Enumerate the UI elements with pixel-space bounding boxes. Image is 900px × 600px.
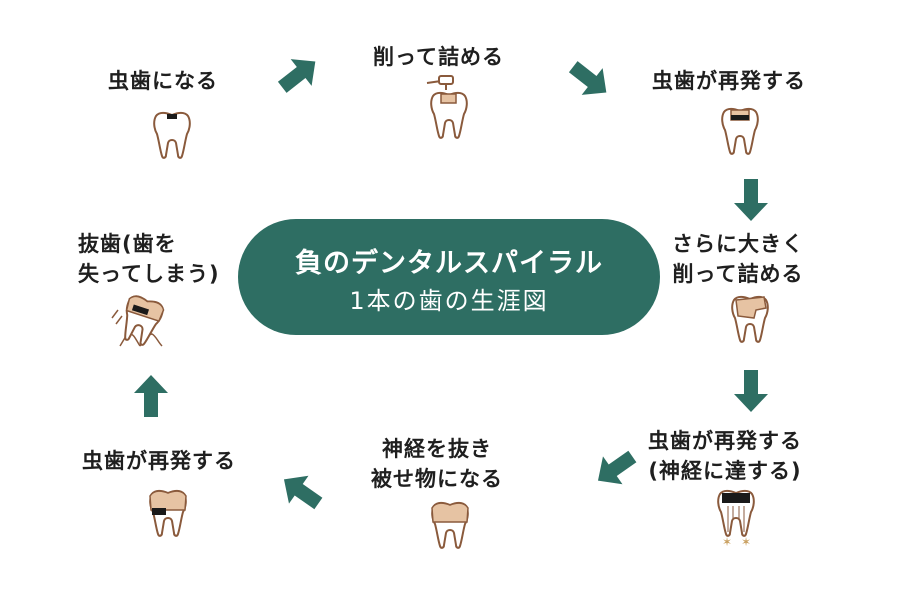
step-6-label: 神経を抜き 被せ物になる bbox=[371, 437, 503, 491]
tooth-extraction-icon bbox=[111, 295, 165, 347]
step-4-label: さらに大きく 削って詰める bbox=[672, 232, 804, 286]
arrow-down-right-icon bbox=[568, 61, 607, 95]
tooth-nerve-decay-icon: ✶ ✶ bbox=[717, 489, 755, 548]
arrow-down-icon bbox=[734, 179, 768, 221]
center-title-pill: 負のデンタルスパイラル 1本の歯の生涯図 bbox=[238, 219, 660, 335]
arrow-down-left-icon bbox=[597, 450, 637, 485]
step-8-label: 抜歯(歯を 失ってしまう) bbox=[78, 232, 220, 286]
drill-and-filled-tooth-icon bbox=[426, 75, 468, 139]
center-subtitle: 1本の歯の生涯図 bbox=[349, 287, 549, 315]
arrow-down-icon-2 bbox=[734, 370, 768, 412]
tooth-crown-icon bbox=[431, 501, 469, 549]
tooth-recurrent-decay-icon bbox=[721, 107, 759, 155]
step-2-label: 削って詰める bbox=[373, 45, 504, 69]
step-3-label: 虫歯が再発する bbox=[652, 69, 806, 93]
svg-text:✶: ✶ bbox=[722, 535, 732, 548]
step-5-label: 虫歯が再発する (神経に達する) bbox=[648, 429, 802, 483]
arrow-up-right-icon bbox=[277, 59, 316, 93]
step-1-label: 虫歯になる bbox=[108, 69, 218, 93]
arrow-up-left-icon bbox=[283, 475, 323, 510]
arrow-up-icon bbox=[134, 375, 168, 417]
tooth-crown-decay-icon bbox=[149, 489, 187, 537]
tooth-large-filling-icon bbox=[731, 295, 769, 343]
tooth-cavity-icon bbox=[153, 111, 191, 159]
center-title: 負のデンタルスパイラル bbox=[295, 248, 603, 279]
svg-text:✶: ✶ bbox=[741, 535, 751, 548]
step-7-label: 虫歯が再発する bbox=[82, 449, 236, 473]
